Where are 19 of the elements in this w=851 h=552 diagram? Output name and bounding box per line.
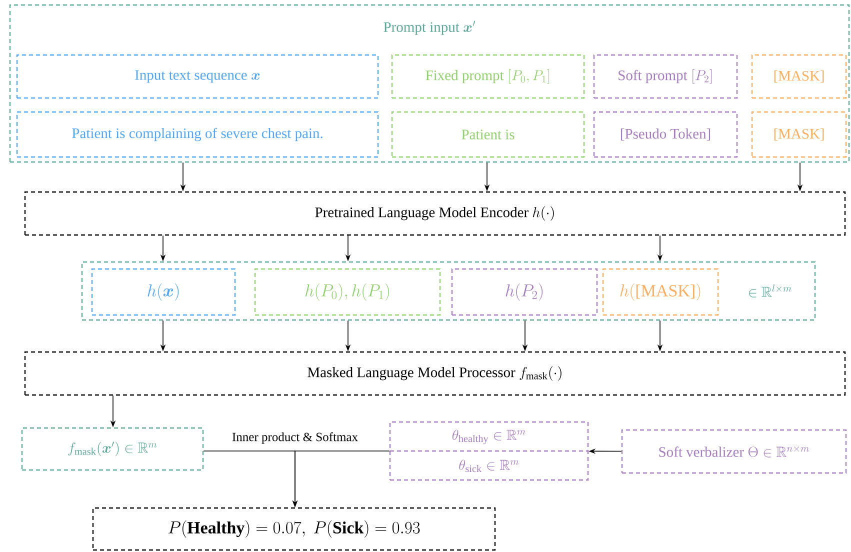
dashed-box: $\theta_{\text{healthy}} \in \mathbb{R}^m$ $\theta_{\text{sick}} \in \mathbb{R}^m$ (389, 421, 589, 481)
dashed-box: Patient is complaining of severe chest pain. (16, 111, 379, 158)
dashed-box: $h(P_2)$ (451, 268, 598, 316)
dashed-box: $f_{\text{mask}}(\boldsymbol{x}') \in \mathbb{R}^m$ (21, 427, 204, 471)
dashed-box: $\text{Soft verbalizer } \Theta \in \mathbb{R}^{n\times m}$ (621, 429, 847, 474)
dashed-box: [MASK] (751, 54, 847, 99)
edge-label: Inner product & Softmax (231, 431, 360, 445)
dashed-box: [MASK] (751, 111, 847, 158)
dashed-box: Patient is (391, 111, 585, 158)
dashed-box: $\text{Masked Language Model Processor } f_{\text{mask}}(\cdot)$ (24, 351, 846, 396)
dashed-box: $\text{Soft prompt } [P_2]$ (593, 54, 738, 99)
dashed-box: $h(\boldsymbol{x})$ (91, 268, 236, 316)
dashed-box: $h(P_0), h(P_1)$ (254, 268, 441, 316)
dashed-box: $\text{Pretrained Language Model Encoder } h(\cdot)$ (24, 191, 846, 236)
dashed-box: $h(\text{[MASK]})$ (602, 268, 719, 316)
dashed-box: $P(\textbf{Healthy}) = 0.07,\ P(\textbf{Sick}) = 0.93$ (92, 507, 496, 551)
dashed-box: $\text{Fixed prompt } [P_0, P_1]$ (391, 54, 585, 99)
dashed-box: $\text{Input text sequence } \boldsymbol{x}$ (16, 54, 379, 99)
dashed-box: [Pseudo Token] (593, 111, 738, 158)
